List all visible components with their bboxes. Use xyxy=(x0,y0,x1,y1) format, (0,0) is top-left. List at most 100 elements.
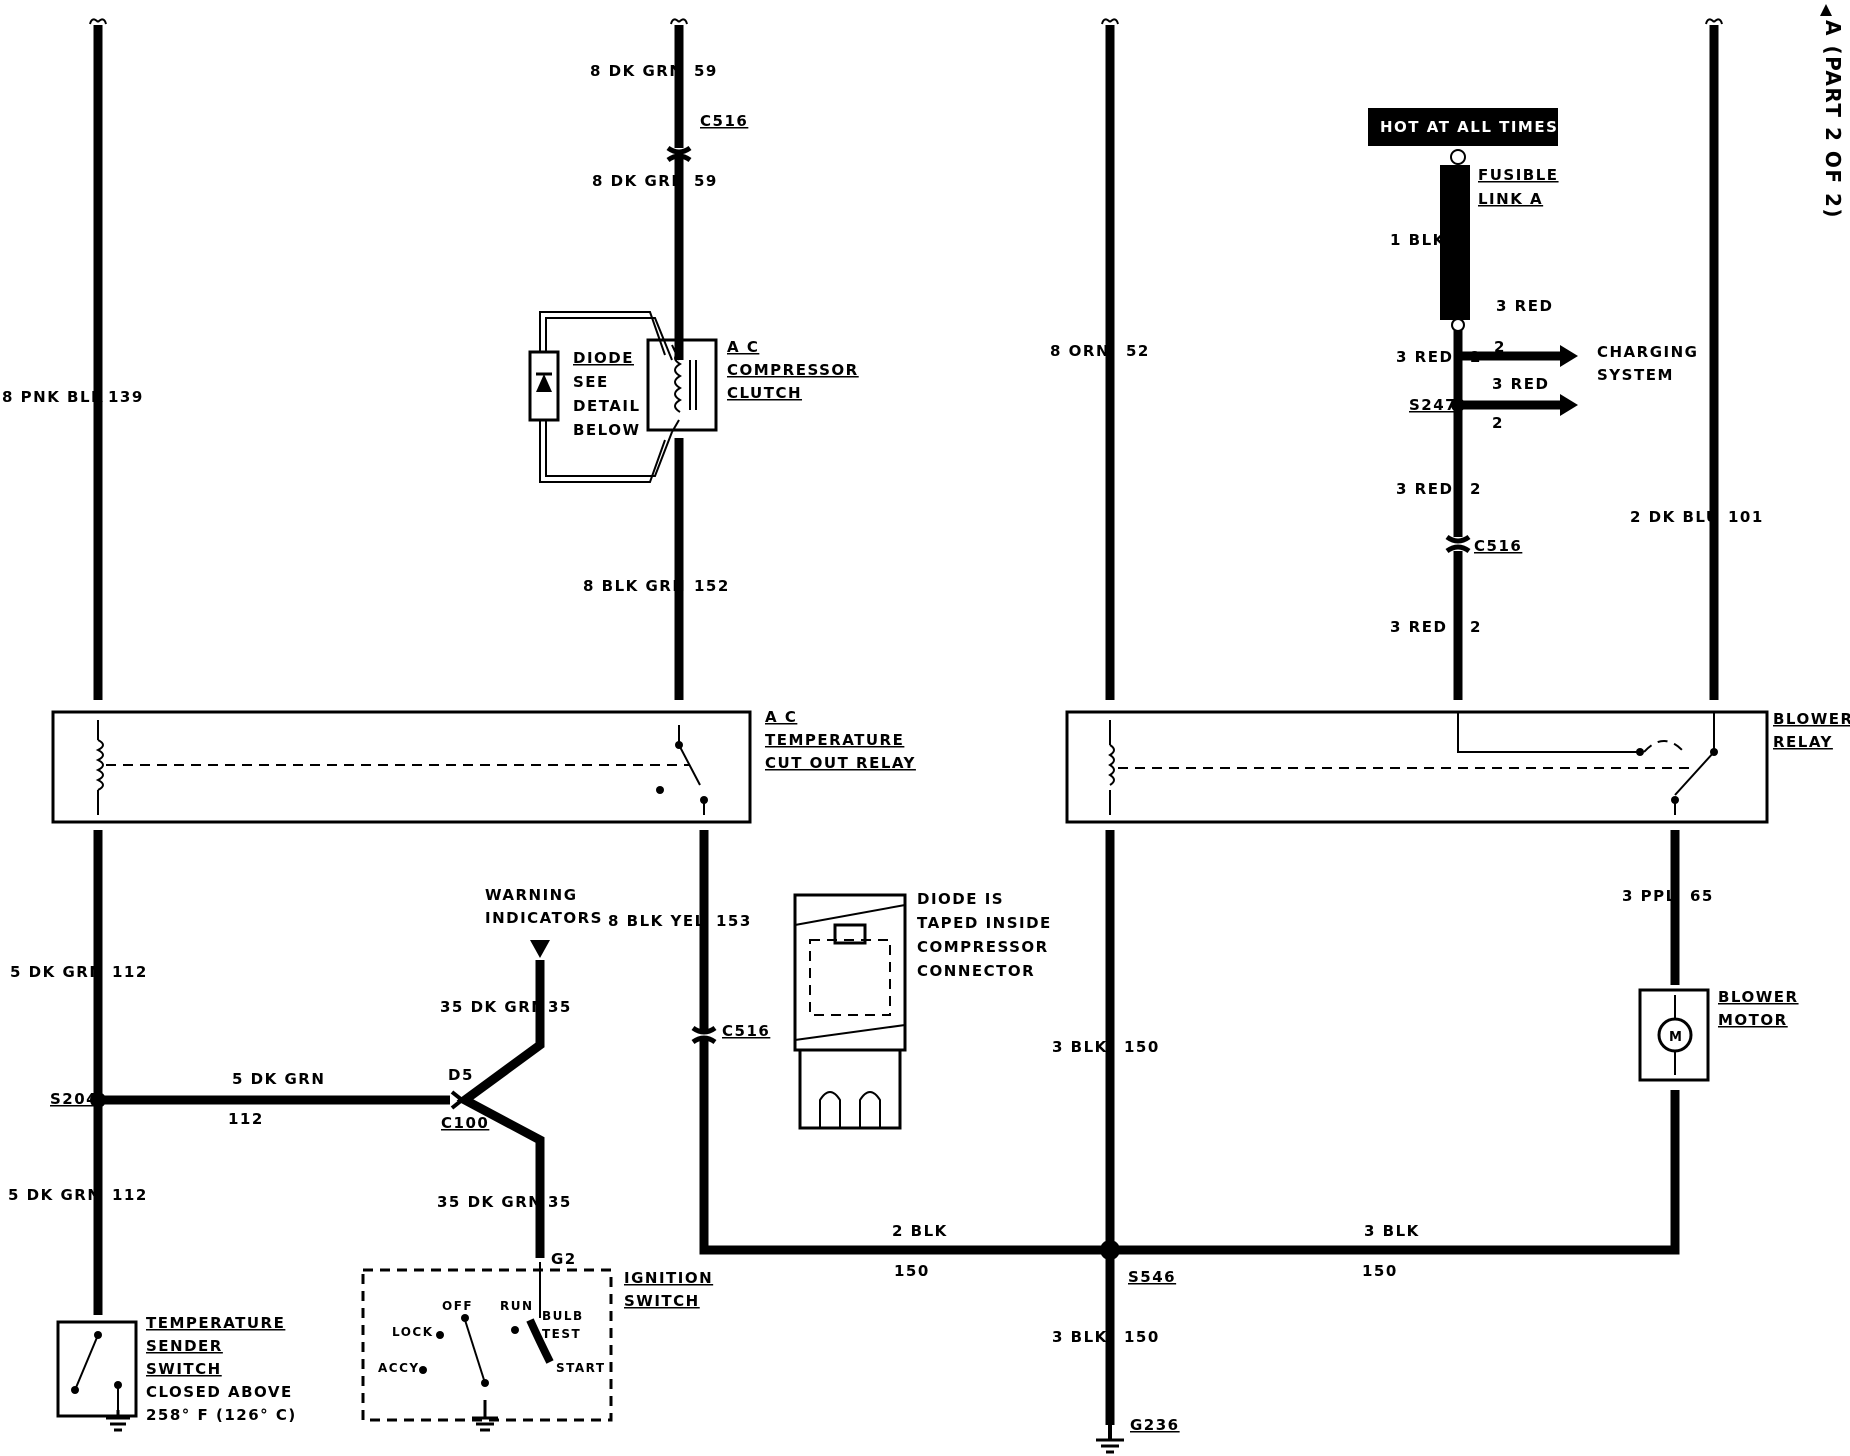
hot-at-all-times-label: HOT AT ALL TIMES xyxy=(1380,118,1558,136)
diode-label-3: DETAIL xyxy=(573,397,641,415)
ignition-label-2: SWITCH xyxy=(624,1292,700,1310)
wire-112c-circuit: 112 xyxy=(112,1186,148,1204)
wire-65-gauge: 3 PPL xyxy=(1622,887,1677,905)
wire-152-circuit: 152 xyxy=(694,577,730,595)
wire-152-gauge: 8 BLK GRN xyxy=(583,577,686,595)
ignition-label-1: IGNITION xyxy=(624,1269,713,1287)
motor-symbol-label: M xyxy=(1669,1030,1683,1045)
wire-2a-circuit: 2 xyxy=(1470,348,1482,366)
wire-139-circuit: 139 xyxy=(108,388,144,406)
charging-label-1: CHARGING xyxy=(1597,343,1698,361)
page-reference-arrow-icon xyxy=(1820,4,1832,16)
wire-150a-gauge: 3 BLK xyxy=(1052,1038,1108,1056)
wire-150c-circuit: 150 xyxy=(1362,1262,1398,1280)
wire-52-circuit: 52 xyxy=(1126,342,1150,360)
charging-2-gauge: 3 RED xyxy=(1492,375,1549,393)
wire-52-gauge: 8 ORN xyxy=(1050,342,1110,360)
label-g2: G2 xyxy=(551,1250,577,1268)
diode-note-label-1: DIODE IS xyxy=(917,890,1004,908)
temp-sender-label-5: 258° F (126° C) xyxy=(146,1406,297,1424)
connector-c100 xyxy=(450,1090,466,1110)
page-reference-label: A (PART 2 OF 2) xyxy=(1821,20,1845,219)
label-s247: S247 xyxy=(1409,396,1457,414)
wire-59b-circuit: 59 xyxy=(694,172,718,190)
charging-label-2: SYSTEM xyxy=(1597,366,1674,384)
wire-2-fusible-gauge: 1 BLK xyxy=(1390,231,1446,249)
ign-pos-lock: LOCK xyxy=(392,1325,434,1339)
wire-labels: 8 PNK BLK 139 8 DK GRN 59 8 DK GRN 59 8 … xyxy=(2,62,1762,1346)
label-d5: D5 xyxy=(448,1066,474,1084)
wire-59a-gauge: 8 DK GRN xyxy=(590,62,683,80)
wire-150b-gauge: 2 BLK xyxy=(892,1222,948,1240)
diode-label-4: BELOW xyxy=(573,421,641,439)
wire-2c-gauge: 3 RED xyxy=(1390,618,1447,636)
ign-pos-test: TEST xyxy=(542,1327,581,1341)
label-c100: C100 xyxy=(441,1114,489,1132)
compressor-label-2: COMPRESSOR xyxy=(727,361,859,379)
wire-150d-gauge: 3 BLK xyxy=(1052,1328,1108,1346)
wire-2c-circuit: 2 xyxy=(1470,618,1482,636)
blower-relay-label-1: BLOWER xyxy=(1773,710,1850,728)
compressor-label-3: CLUTCH xyxy=(727,384,802,402)
wire-65-circuit: 65 xyxy=(1690,887,1714,905)
wire-52 xyxy=(1101,18,1119,700)
wire-112b-gauge: 5 DK GRN xyxy=(232,1070,325,1088)
component-labels: FUSIBLE LINK A DIODE SEE DETAIL BELOW A … xyxy=(146,166,1850,1424)
wire-2b-gauge: 3 RED xyxy=(1396,480,1453,498)
wire-35a-circuit: 35 xyxy=(548,998,572,1016)
splice-s546 xyxy=(1100,1240,1120,1260)
warning-label-1: WARNING xyxy=(485,886,578,904)
ac-temperature-relay xyxy=(51,710,752,824)
wire-112a-circuit: 112 xyxy=(112,963,148,981)
connector-c516-top xyxy=(666,145,692,163)
label-s204: S204 xyxy=(50,1090,98,1108)
temp-sender-label-2: SENDER xyxy=(146,1337,223,1355)
wire-150a-circuit: 150 xyxy=(1124,1038,1160,1056)
wire-2 xyxy=(1453,322,1578,700)
label-g236: G236 xyxy=(1130,1416,1180,1434)
label-s546: S546 xyxy=(1128,1268,1176,1286)
wire-59b-gauge: 8 DK GRN xyxy=(592,172,685,190)
wire-150c-gauge: 3 BLK xyxy=(1364,1222,1420,1240)
wire-2b-circuit: 2 xyxy=(1470,480,1482,498)
ac-relay-label-1: A C xyxy=(765,708,797,726)
wire-153-circuit: 153 xyxy=(716,912,752,930)
diode-connector-detail xyxy=(793,893,907,1130)
blower-relay xyxy=(1065,710,1769,824)
hot-at-all-times-badge: HOT AT ALL TIMES xyxy=(1368,108,1558,146)
wire-59 xyxy=(670,18,688,360)
label-c516-yel: C516 xyxy=(722,1022,770,1040)
diode-symbol-icon xyxy=(536,374,552,392)
compressor-label-1: A C xyxy=(727,338,759,356)
wire-112 xyxy=(93,830,450,1315)
diode-note-label-4: CONNECTOR xyxy=(917,962,1035,980)
charging-1-circuit: 2 xyxy=(1494,338,1506,356)
ac-relay-label-2: TEMPERATURE xyxy=(765,731,904,749)
fusible-label-2: LINK A xyxy=(1478,190,1543,208)
diode-label-2: SEE xyxy=(573,373,609,391)
ign-pos-off: OFF xyxy=(442,1299,473,1313)
blower-motor-label-2: MOTOR xyxy=(1718,1011,1788,1029)
wire-112c-gauge: 5 DK GRN xyxy=(8,1186,101,1204)
ignition-switch xyxy=(361,1262,613,1432)
diode-loop xyxy=(528,311,673,483)
warning-label-2: INDICATORS xyxy=(485,909,603,927)
wire-150 xyxy=(699,830,1680,1425)
temp-sender-label-4: CLOSED ABOVE xyxy=(146,1383,293,1401)
wire-150b-circuit: 150 xyxy=(894,1262,930,1280)
wire-150d-circuit: 150 xyxy=(1124,1328,1160,1346)
wire-35b-gauge: 35 DK GRN xyxy=(437,1193,542,1211)
wire-59a-circuit: 59 xyxy=(694,62,718,80)
wire-35a-gauge: 35 DK GRN xyxy=(440,998,545,1016)
blower-motor: M xyxy=(1638,988,1710,1082)
charging-1-gauge: 3 RED xyxy=(1496,297,1553,315)
wire-2a-gauge: 3 RED xyxy=(1396,348,1453,366)
wire-139-gauge: 8 PNK BLK xyxy=(2,388,104,406)
diode-note-label-2: TAPED INSIDE xyxy=(917,914,1052,932)
temperature-sender-switch xyxy=(56,1320,138,1432)
ground-g236-icon xyxy=(1096,1425,1124,1454)
fusible-link xyxy=(1440,149,1470,332)
connector-c516-red xyxy=(1445,534,1471,554)
ign-pos-start: START xyxy=(556,1361,606,1375)
charging-2-circuit: 2 xyxy=(1492,414,1504,432)
